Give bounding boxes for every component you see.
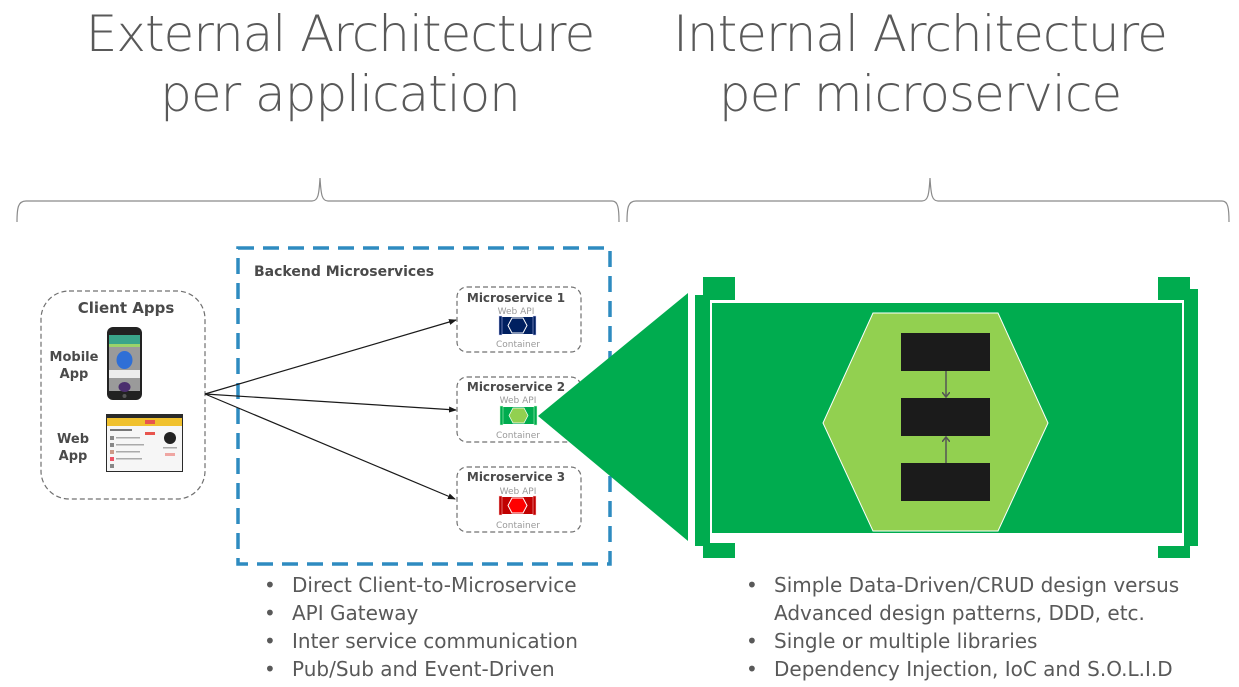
bullet-line: Simple Data-Driven/CRUD design versus <box>774 573 1180 597</box>
hexagon-icon <box>507 317 528 334</box>
web-api-label: Web API <box>498 307 535 317</box>
bullet-item: Inter service communication <box>258 627 638 655</box>
bullet-item: Single or multiple libraries <box>740 627 1220 655</box>
container-label: Container <box>496 521 540 531</box>
microservice-name: Microservice 3 <box>467 470 565 484</box>
microservice-1: Microservice 1 Web API Container <box>456 286 582 353</box>
layer-block-bottom <box>901 463 990 501</box>
container-label: Container <box>496 431 540 441</box>
title-external-architecture: External Architecture per application <box>40 4 640 124</box>
brace-internal <box>626 177 1230 223</box>
title-external-line1: External Architecture <box>85 5 595 63</box>
microservice-3: Microservice 3 Web API Container <box>456 466 582 533</box>
container-left-bracket <box>695 287 735 558</box>
layer-block-middle <box>901 398 990 436</box>
web-app-label-1: Web <box>57 432 89 447</box>
arrow-to-microservice-1 <box>204 319 457 395</box>
container-icon <box>499 405 538 426</box>
arrow-to-microservice-2 <box>204 393 457 413</box>
container-icon <box>498 495 537 516</box>
layer-block-top <box>901 333 990 371</box>
container-label: Container <box>496 340 540 350</box>
web-api-label: Web API <box>500 487 537 497</box>
client-apps-group: Client Apps Mobile App Web App <box>40 290 206 500</box>
title-internal-line1: Internal Architecture <box>673 5 1168 63</box>
client-apps-title: Client Apps <box>78 299 175 317</box>
microservice-name: Microservice 2 <box>467 380 565 394</box>
microservice-name: Microservice 1 <box>467 291 565 305</box>
container-right-bracket <box>1158 277 1198 558</box>
bullet-item: API Gateway <box>258 599 638 627</box>
backend-microservices-title: Backend Microservices <box>254 264 434 280</box>
brace-external <box>16 177 620 223</box>
mobile-app-label-1: Mobile <box>50 350 99 365</box>
hexagon-icon <box>508 407 529 424</box>
external-architecture-bullets: Direct Client-to-Microservice API Gatewa… <box>258 571 638 683</box>
arrow-to-microservice-3 <box>204 393 456 500</box>
title-internal-line2: per microservice <box>718 65 1122 123</box>
bullet-item: Simple Data-Driven/CRUD design versus Ad… <box>740 571 1220 627</box>
zoom-projection-triangle <box>538 293 688 541</box>
mobile-phone-icon <box>107 327 142 400</box>
internal-container-icon <box>695 277 1198 558</box>
title-external-line2: per application <box>160 65 521 123</box>
web-browser-icon <box>106 414 183 472</box>
bullet-item: Dependency Injection, IoC and S.O.L.I.D <box>740 655 1220 683</box>
bullet-item: Direct Client-to-Microservice <box>258 571 638 599</box>
bullet-item: Pub/Sub and Event-Driven <box>258 655 638 683</box>
microservice-2: Microservice 2 Web API Container <box>456 376 582 443</box>
bullet-line: Advanced design patterns, DDD, etc. <box>774 601 1145 625</box>
container-icon <box>498 315 537 336</box>
hexagon-icon <box>507 497 528 514</box>
client-apps-box <box>40 290 206 500</box>
web-app-label-2: App <box>59 449 88 464</box>
title-internal-architecture: Internal Architecture per microservice <box>620 4 1220 124</box>
internal-architecture-bullets: Simple Data-Driven/CRUD design versus Ad… <box>740 571 1220 683</box>
web-api-label: Web API <box>500 396 537 406</box>
mobile-app-label-2: App <box>60 367 89 382</box>
